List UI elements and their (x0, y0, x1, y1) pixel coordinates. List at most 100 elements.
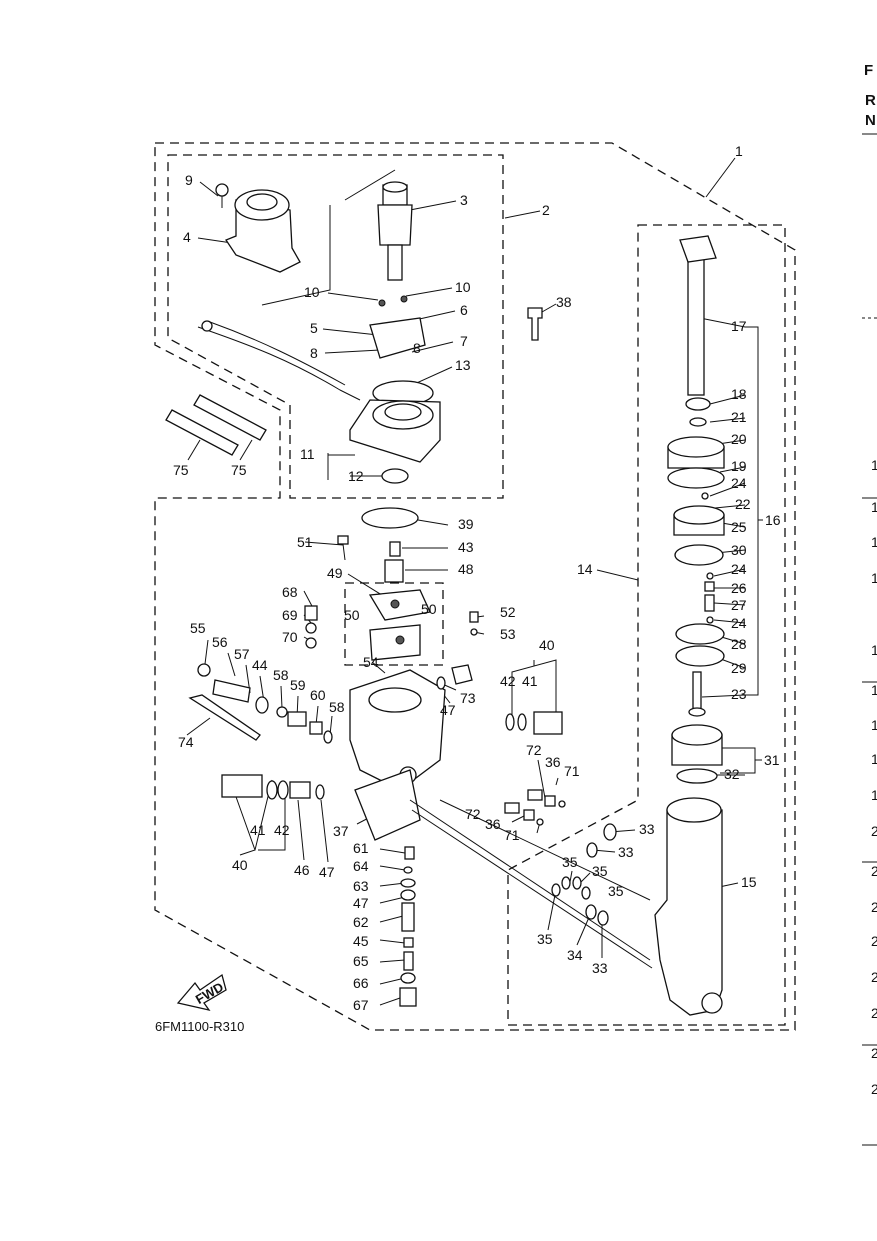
callout: 60 (310, 687, 326, 703)
callout: 65 (353, 953, 369, 969)
callout: 12 (348, 468, 364, 484)
callout: 6 (460, 302, 468, 318)
callout: 68 (282, 584, 298, 600)
callout: 49 (327, 565, 343, 581)
callout: 64 (353, 858, 369, 874)
callout: 55 (190, 620, 206, 636)
callout: 8 (413, 340, 421, 356)
callout: 30 (731, 542, 747, 558)
svg-text:1: 1 (871, 457, 877, 473)
callout: 14 (577, 561, 593, 577)
boundary-lines (154, 142, 796, 1031)
callout: 53 (500, 626, 516, 642)
callout: 58 (273, 667, 289, 683)
callout: 62 (353, 914, 369, 930)
callout: 2 (542, 202, 550, 218)
callout: 10 (455, 279, 471, 295)
callout: 43 (458, 539, 474, 555)
svg-text:1: 1 (871, 682, 877, 698)
callout: 59 (290, 677, 306, 693)
callout-labels: 1 2 3 4 5 6 7 8 8 9 10 10 11 12 13 14 15… (173, 143, 781, 1013)
svg-text:2: 2 (871, 863, 877, 879)
svg-text:N: N (865, 112, 876, 129)
callout: 33 (592, 960, 608, 976)
right-edge-fragment: F R N 1 1 1 1 1 1 1 1 1 2 2 2 2 2 2 2 2 (862, 62, 877, 1146)
callout: 8 (310, 345, 318, 361)
callout: 54 (363, 654, 379, 670)
callout: 41 (250, 822, 266, 838)
callout: 10 (304, 284, 320, 300)
callout: 4 (183, 229, 191, 245)
callout: 20 (731, 431, 747, 447)
callout: 24 (731, 615, 747, 631)
callout: 41 (522, 673, 538, 689)
figure-code: 6FM1100-R310 (155, 1019, 244, 1034)
callout: 42 (500, 673, 516, 689)
callout: 75 (231, 462, 247, 478)
svg-text:1: 1 (871, 717, 877, 733)
callout: 38 (556, 294, 572, 310)
callout: 22 (735, 496, 751, 512)
svg-text:2: 2 (871, 1081, 877, 1097)
callout: 42 (274, 822, 290, 838)
callout: 23 (731, 686, 747, 702)
callout: 19 (731, 458, 747, 474)
svg-text:2: 2 (871, 933, 877, 949)
callout: 72 (526, 742, 542, 758)
callout: 37 (333, 823, 349, 839)
svg-text:R: R (865, 92, 876, 109)
callout: 34 (567, 947, 583, 963)
callout: 56 (212, 634, 228, 650)
callout: 28 (731, 636, 747, 652)
callout: 74 (178, 734, 194, 750)
callout: 69 (282, 607, 298, 623)
callout: 32 (724, 766, 740, 782)
callout: 57 (234, 646, 250, 662)
callout: 17 (731, 318, 747, 334)
callout: 35 (537, 931, 553, 947)
callout: 75 (173, 462, 189, 478)
callout: 16 (765, 512, 781, 528)
svg-text:1: 1 (871, 787, 877, 803)
parts-artwork (165, 169, 725, 1016)
svg-text:1: 1 (871, 751, 877, 767)
callout: 26 (731, 580, 747, 596)
callout: 66 (353, 975, 369, 991)
callout: 21 (731, 409, 747, 425)
callout: 51 (297, 534, 313, 550)
callout: 40 (539, 637, 555, 653)
callout: 52 (500, 604, 516, 620)
callout: 33 (639, 821, 655, 837)
svg-text:1: 1 (871, 642, 877, 658)
callout: 13 (455, 357, 471, 373)
callout: 11 (300, 446, 315, 462)
svg-text:F: F (864, 62, 873, 79)
svg-text:2: 2 (871, 1005, 877, 1021)
callout: 63 (353, 878, 369, 894)
callout: 61 (353, 840, 369, 856)
callout: 71 (564, 763, 580, 779)
leader-lines (186, 157, 763, 1006)
callout: 7 (460, 333, 468, 349)
callout: 3 (460, 192, 468, 208)
callout: 71 (504, 827, 520, 843)
callout: 24 (731, 561, 747, 577)
svg-text:1: 1 (871, 534, 877, 550)
callout: 73 (460, 690, 476, 706)
callout: 70 (282, 629, 298, 645)
callout: 33 (618, 844, 634, 860)
callout: 46 (294, 862, 310, 878)
svg-text:1: 1 (871, 499, 877, 515)
callout: 45 (353, 933, 369, 949)
callout: 72 (465, 806, 481, 822)
callout: 29 (731, 660, 747, 676)
callout: 31 (764, 752, 780, 768)
callout: 50 (344, 607, 360, 623)
callout: 50 (421, 601, 437, 617)
callout: 24 (731, 475, 747, 491)
callout: 47 (319, 864, 335, 880)
svg-text:2: 2 (871, 823, 877, 839)
callout: 40 (232, 857, 248, 873)
svg-text:1: 1 (871, 570, 877, 586)
